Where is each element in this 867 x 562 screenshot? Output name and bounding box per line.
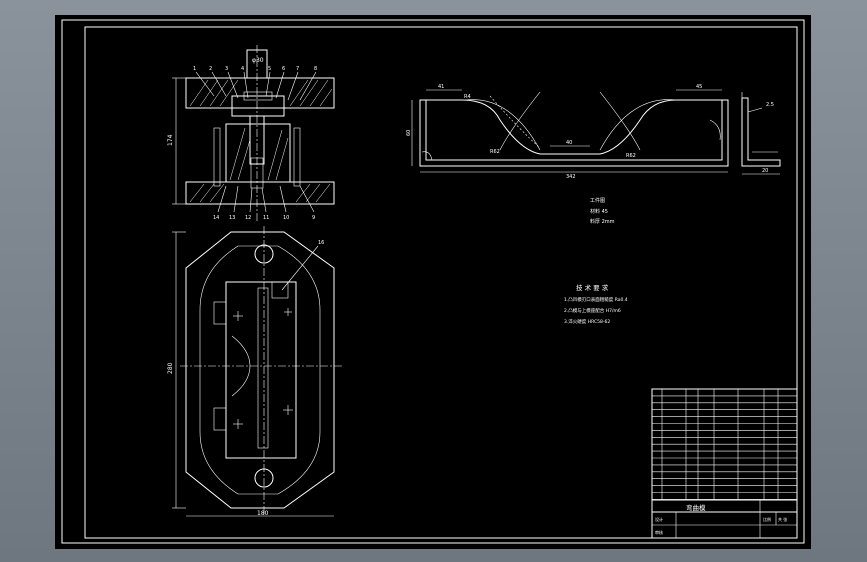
dim-part-right: 45	[696, 84, 702, 90]
dim-press-height: 174	[167, 134, 174, 146]
title-block: 弯曲模 设计 审核 比例 共 张	[651, 388, 798, 539]
requirement-3: 3.淬火硬度 HRC58-62	[564, 318, 610, 325]
requirements-title: 技 术 要 求	[576, 283, 609, 292]
dim-part-left: 41	[438, 84, 444, 90]
callout-16: 16	[318, 240, 324, 246]
dim-shank: φ30	[252, 57, 264, 64]
dim-part-height: 60	[406, 130, 412, 136]
callout-10: 10	[283, 215, 289, 221]
workpiece-notes: 工件图 材料 45 料厚 2mm	[590, 197, 615, 225]
callout-2: 2	[209, 66, 212, 72]
callout-6: 6	[282, 66, 285, 72]
callout-9: 9	[312, 215, 315, 221]
callout-1: 1	[193, 66, 196, 72]
title-scale: 比例	[763, 516, 771, 522]
callout-14: 14	[213, 215, 219, 221]
callout-11: 11	[263, 215, 269, 221]
callout-13: 13	[229, 215, 235, 221]
callout-7: 7	[296, 66, 299, 72]
workpiece-title: 工件图	[590, 197, 605, 204]
dim-r-b: R62	[490, 149, 500, 155]
callout-8: 8	[314, 66, 317, 72]
dim-side-width: 20	[762, 168, 768, 174]
plan-view: 280 180 16	[167, 226, 344, 517]
workpiece-view: 41 45 R4 R62 R62 40 60 342	[406, 84, 729, 180]
workpiece-material: 材料 45	[590, 208, 608, 215]
title-checked: 审核	[655, 529, 663, 535]
workpiece-thickness: 料厚 2mm	[590, 218, 615, 225]
dim-r-a: R4	[464, 94, 471, 100]
callout-5: 5	[268, 66, 271, 72]
callout-4: 4	[241, 66, 244, 72]
dim-part-bottom: 40	[566, 140, 572, 146]
requirement-2: 2.凸模与上模座配合 H7/m6	[564, 307, 621, 314]
technical-requirements: 技 术 要 求 1.凸凹模刃口表面粗糙度 Ra0.4 2.凸模与上模座配合 H7…	[564, 283, 628, 325]
callout-3: 3	[225, 66, 228, 72]
dim-side-thickness: 2.5	[766, 102, 774, 108]
sheet-background	[55, 15, 811, 549]
drawing-frame	[84, 26, 798, 539]
callout-12: 12	[245, 215, 251, 221]
side-view: 20 2.5	[741, 92, 781, 175]
dim-r-c: R62	[626, 153, 636, 159]
title-drawn: 设计	[655, 516, 663, 522]
sheet-border	[61, 19, 805, 544]
title-sheet: 共 张	[778, 516, 787, 522]
dim-part-length: 342	[566, 174, 576, 180]
dim-plan-height: 280	[167, 362, 174, 374]
drawing-name: 弯曲模	[686, 503, 706, 512]
front-section-view: 174 φ30 1 2 3 4 5 6 7 8 14 1	[167, 45, 335, 222]
requirement-1: 1.凸凹模刃口表面粗糙度 Ra0.4	[564, 296, 628, 303]
dim-plan-width: 180	[257, 510, 269, 517]
